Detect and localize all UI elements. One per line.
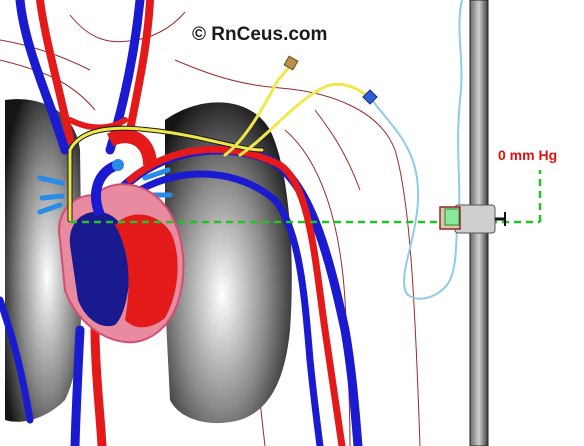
catheter-hub-brown (284, 56, 298, 70)
pressure-zero-label: 0 mm Hg (498, 147, 557, 163)
catheter-hub-blue (363, 90, 377, 104)
pressure-transducer-icon (440, 205, 505, 233)
transducer-tubing (372, 0, 462, 299)
copyright-text: © RnCeus.com (192, 24, 327, 46)
